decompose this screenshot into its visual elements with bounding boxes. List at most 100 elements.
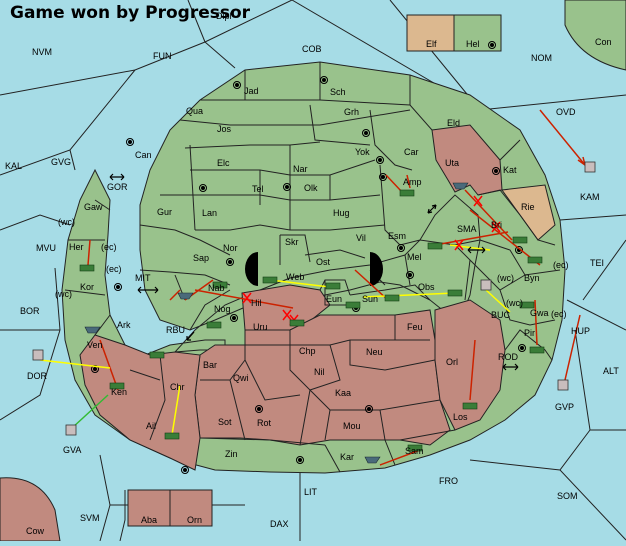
label-rie: Rie (521, 202, 535, 212)
label-chr: Chr (170, 382, 185, 392)
label-con: Con (595, 37, 612, 47)
label-kaa: Kaa (335, 388, 351, 398)
label-nvm: NVM (32, 47, 52, 57)
label-mvu: MVU (36, 243, 56, 253)
label-byn: Byn (524, 273, 540, 283)
label-rbu: RBU (166, 325, 185, 335)
label-fro: FRO (439, 476, 458, 486)
label-vil: Vil (356, 233, 366, 243)
label-ven: Ven (87, 340, 103, 350)
label-tel: Tel (252, 184, 264, 194)
game-result-title: Game won by Progressor (10, 3, 251, 23)
label-rot: Rot (257, 418, 272, 428)
sea-fleet-markers (32, 161, 596, 436)
label-wc1: (wc) (58, 217, 75, 227)
label-pir: Pir (524, 328, 535, 338)
label-sma: SMA (457, 224, 477, 234)
label-gva: GVA (63, 445, 81, 455)
label-dor: DOR (27, 371, 48, 381)
label-hug: Hug (333, 208, 350, 218)
convoy-line (71, 394, 109, 429)
label-kat: Kat (503, 165, 517, 175)
label-dipl: Dipl (216, 11, 232, 21)
label-wc4: (wc) (506, 298, 523, 308)
label-chp: Chp (299, 346, 316, 356)
label-sch: Sch (330, 87, 346, 97)
label-nab: Nab (208, 283, 225, 293)
label-los: Los (453, 412, 468, 422)
label-her: Her (69, 242, 84, 252)
label-olk: Olk (304, 183, 318, 193)
label-bri: Bri (491, 220, 502, 230)
province-cow (0, 477, 61, 542)
label-kor: Kor (80, 282, 94, 292)
map-labels: Dipl NVM FUN COB NOM Con Elf Hel Jad Sch… (5, 11, 619, 536)
province-elf (406, 14, 455, 52)
brown-territories (79, 124, 506, 471)
label-alt: ALT (603, 366, 619, 376)
label-hil: Hil (251, 298, 262, 308)
label-uru: Uru (253, 322, 268, 332)
label-cob: COB (302, 44, 322, 54)
label-grh: Grh (344, 107, 359, 117)
label-sun: Sun (362, 294, 378, 304)
label-elf: Elf (426, 39, 437, 49)
label-gur: Gur (157, 207, 172, 217)
label-web: Web (286, 272, 304, 282)
label-amp: Amp (403, 177, 422, 187)
label-sot: Sot (218, 417, 232, 427)
label-buc: BUC (491, 310, 511, 320)
label-ec4: (ec) (551, 309, 567, 319)
label-dax: DAX (270, 519, 289, 529)
label-yok: Yok (355, 147, 370, 157)
label-ark: Ark (117, 320, 131, 330)
label-svm: SVM (80, 513, 100, 523)
move-arrows (87, 109, 586, 466)
label-orn: Orn (187, 515, 202, 525)
label-hel: Hel (466, 39, 480, 49)
label-nor: Nor (223, 243, 238, 253)
label-zin: Zin (225, 449, 238, 459)
label-lit: LIT (304, 487, 318, 497)
label-elc: Elc (217, 158, 230, 168)
label-ec2: (ec) (553, 260, 569, 270)
label-jad: Jad (244, 86, 259, 96)
label-sam: Sam (405, 446, 424, 456)
label-eun: Eun (326, 294, 342, 304)
label-ovd: OVD (556, 107, 576, 117)
label-gvg: GVG (51, 157, 71, 167)
label-tei: TEI (590, 258, 604, 268)
label-nil: Nil (314, 367, 325, 377)
label-som: SOM (557, 491, 578, 501)
label-nom: NOM (531, 53, 552, 63)
label-ken: Ken (111, 387, 127, 397)
army-units (79, 189, 545, 452)
eun-border (324, 280, 350, 306)
supply-centers (91, 41, 526, 474)
label-nar: Nar (293, 164, 308, 174)
label-mel: Mel (407, 252, 422, 262)
label-jos: Jos (217, 124, 232, 134)
fleet-units (84, 182, 469, 464)
label-feu: Feu (407, 322, 423, 332)
label-uta: Uta (445, 158, 459, 168)
label-wc2: (wc) (497, 273, 514, 283)
label-ec1: (ec) (101, 242, 117, 252)
label-car: Car (404, 147, 419, 157)
label-kar: Kar (340, 452, 354, 462)
label-obs: Obs (418, 282, 435, 292)
label-gaw: Gaw (84, 202, 103, 212)
label-kal: KAL (5, 161, 22, 171)
label-aba: Aba (141, 515, 157, 525)
label-wc3: (wc) (55, 289, 72, 299)
label-can: Can (135, 150, 152, 160)
province-borders (64, 62, 561, 473)
label-orl: Orl (446, 357, 458, 367)
label-qwi: Qwi (233, 373, 249, 383)
label-nog: Nog (214, 304, 231, 314)
label-bar: Bar (203, 360, 217, 370)
label-neu: Neu (366, 347, 383, 357)
label-esm: Esm (388, 231, 406, 241)
